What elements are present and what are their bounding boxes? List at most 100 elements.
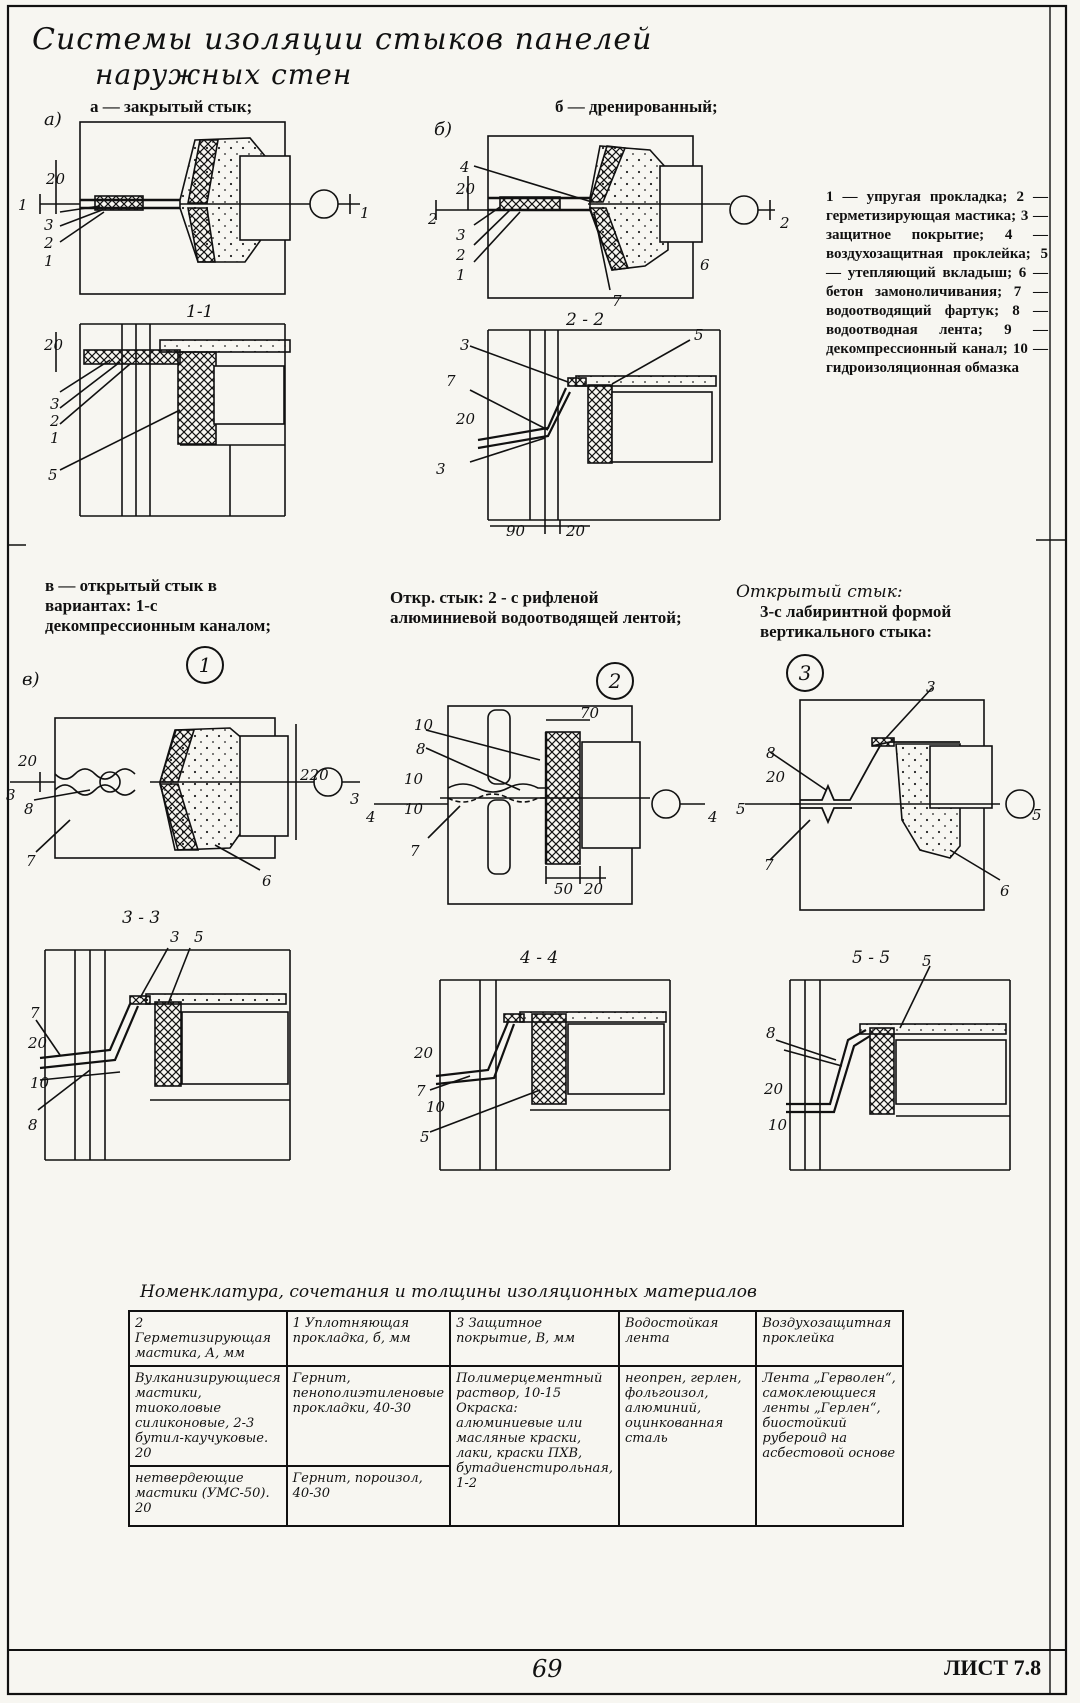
callout: 1 — [360, 204, 370, 222]
joint-c1-section — [35, 947, 291, 1161]
callout: 8 — [28, 1116, 38, 1134]
joint-a-section — [55, 323, 291, 517]
table-cell: неопрен, герлен, фольгоизол, алюминий, о… — [618, 1365, 758, 1527]
callout: 70 — [580, 704, 600, 722]
fig-letter-c: в) — [22, 669, 40, 690]
callout: 3 — [6, 786, 16, 804]
variant-number-2: 2 — [596, 662, 634, 700]
joint-c2-section — [429, 979, 671, 1171]
callout: 3 — [50, 395, 60, 413]
callout: 4 — [460, 158, 470, 176]
callout: 20 — [18, 752, 38, 770]
callout: 6 — [700, 256, 710, 274]
column-header: Воздухозащитная проклейка — [755, 1310, 904, 1367]
callout: 2 — [428, 210, 438, 228]
callout: 2 — [50, 412, 60, 430]
callout: 20 — [584, 880, 604, 898]
callout: 20 — [766, 768, 786, 786]
callout: 3 — [456, 226, 466, 244]
callout: 20 — [456, 410, 476, 428]
table-cell: Лента „Герволен“, самоклеющиеся ленты „Г… — [755, 1365, 904, 1527]
callout: 7 — [410, 842, 420, 860]
callout: 220 — [300, 766, 329, 784]
table-row: нетвердеющие мастики (УМС-50). 20 Гернит… — [128, 1465, 903, 1527]
callout: 5 — [736, 800, 746, 818]
fig-letter-a: а) — [44, 109, 62, 130]
callout: 1 — [44, 252, 54, 270]
callout: 7 — [764, 856, 774, 874]
callout: 4 — [366, 808, 376, 826]
materials-table: 2 Герметизирующая мастика, А, мм 1 Уплот… — [128, 1310, 904, 1527]
column-header: 1 Уплотняющая прокладка, б, мм — [285, 1310, 452, 1367]
joint-b-plan — [435, 135, 775, 299]
section-label-4-4: 4 - 4 — [520, 948, 559, 968]
callout: 3 — [926, 678, 936, 696]
callout: 10 — [768, 1116, 788, 1134]
caption-c: в — открытый стык в вариантах: 1-с деком… — [45, 576, 271, 635]
joint-c1-plan — [10, 717, 360, 871]
callout: 20 — [566, 522, 586, 540]
joint-c3-section — [775, 965, 1011, 1171]
callout: 5 — [1032, 806, 1042, 824]
table-cell: Гернит, пенополиэтиленовые прокладки, 40… — [285, 1365, 452, 1467]
column-header: 3 Защитное покрытие, В, мм — [449, 1310, 621, 1367]
callout: 5 — [420, 1128, 430, 1146]
joint-c3-plan — [745, 687, 1035, 911]
callout: 1 — [50, 429, 60, 447]
callout: 20 — [456, 180, 476, 198]
table-row: Вулканизирующиеся мастики, тиоколовые си… — [128, 1365, 904, 1527]
variant-number-1: 1 — [186, 646, 224, 684]
section-label-1-1: 1-1 — [186, 302, 214, 322]
callout: 7 — [612, 292, 622, 310]
callout: 2 — [44, 234, 54, 252]
callout: 3 — [350, 790, 360, 808]
materials-table-title: Номенклатура, сочетания и толщины изоляц… — [140, 1282, 757, 1302]
callout: 2 — [780, 214, 790, 232]
caption-c2: Откр. стык: 2 - с рифленой алюминиевой в… — [390, 588, 682, 627]
section-label-2-2: 2 - 2 — [566, 310, 605, 330]
callout: 20 — [28, 1034, 48, 1052]
table-cell: нетвердеющие мастики (УМС-50). 20 — [128, 1465, 288, 1527]
callout: 10 — [404, 770, 424, 788]
callout: 20 — [44, 336, 64, 354]
caption-c3-line1: Открытый стык: — [736, 582, 903, 602]
callout: 8 — [766, 744, 776, 762]
joint-a-plan — [39, 121, 360, 295]
page-number: 69 — [532, 1655, 563, 1683]
callout: 20 — [414, 1044, 434, 1062]
callout: 2 — [456, 246, 466, 264]
callout: 5 — [922, 952, 932, 970]
callout: 7 — [416, 1082, 426, 1100]
callout: 8 — [24, 800, 34, 818]
callout: 7 — [30, 1004, 40, 1022]
legend-text: 1 — упругая прокладка; 2 — герметизирующ… — [826, 189, 1048, 376]
callout: 1 — [18, 196, 28, 214]
callout: 50 — [554, 880, 574, 898]
callout: 10 — [30, 1074, 50, 1092]
callout: 1 — [456, 266, 466, 284]
callout: 3 — [436, 460, 446, 478]
callout: 6 — [262, 872, 272, 890]
callout: 5 — [48, 466, 58, 484]
sheet-label: ЛИСТ 7.8 — [944, 1655, 1042, 1680]
callout: 7 — [26, 852, 36, 870]
table-cell: Вулканизирующиеся мастики, тиоколовые си… — [128, 1365, 288, 1467]
callout: 5 — [194, 928, 204, 946]
page-title: Системы изоляции стыков панелей — [32, 22, 653, 57]
joint-c2-plan — [374, 705, 705, 905]
variant-number-3: 3 — [786, 654, 824, 692]
caption-b: б — дренированный; — [555, 97, 718, 116]
page-subtitle: наружных стен — [95, 58, 353, 91]
callout: 8 — [416, 740, 426, 758]
callout: 5 — [694, 326, 704, 344]
section-label-3-3: 3 - 3 — [122, 908, 161, 928]
callout: 20 — [764, 1080, 784, 1098]
column-header: 2 Герметизирующая мастика, А, мм — [128, 1310, 288, 1367]
table-cell: Гернит, пороизол, 40-30 — [285, 1465, 452, 1527]
callout: 3 — [44, 216, 54, 234]
caption-c3-line2: 3-с лабиринтной формой вертикального сты… — [760, 602, 952, 641]
fig-letter-b: б) — [434, 119, 453, 140]
callout: 3 — [170, 928, 180, 946]
joint-b-section — [469, 329, 721, 534]
